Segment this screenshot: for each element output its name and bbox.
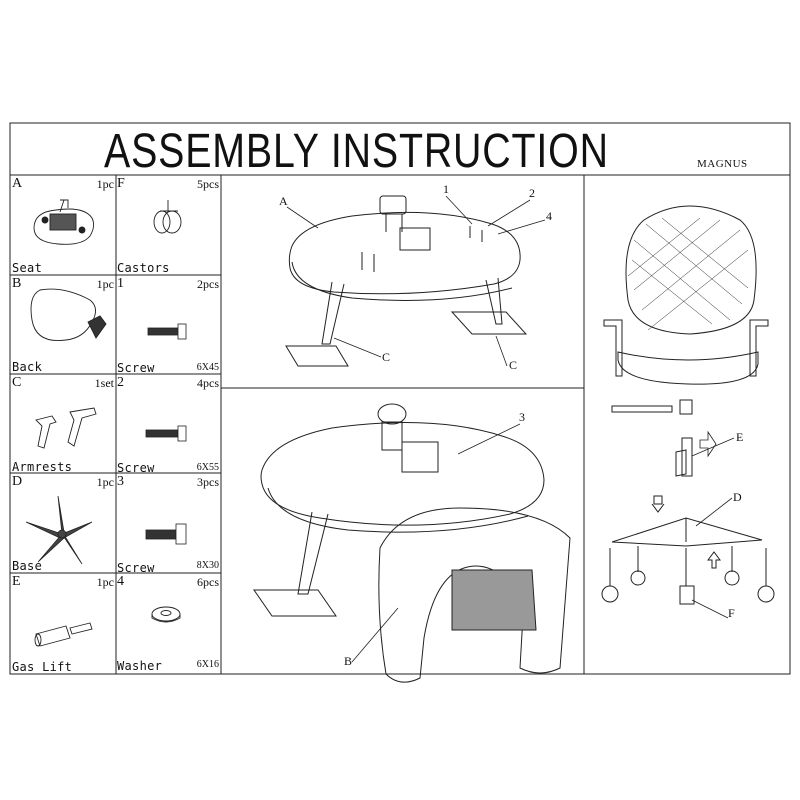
- part-letter: A: [12, 176, 23, 191]
- part-letter: 4: [117, 574, 124, 589]
- part-name: Screw: [117, 461, 155, 475]
- callout-label: F: [728, 606, 735, 620]
- brand-label: MAGNUS: [697, 158, 748, 170]
- gas-lift-thumbnail: [34, 622, 93, 647]
- armrest-thumbnail: [35, 407, 97, 449]
- part-letter: D: [12, 474, 23, 489]
- part-letter: C: [12, 375, 22, 390]
- step2-seat-drawing: [253, 403, 571, 683]
- part-qty: 1pc: [96, 475, 114, 489]
- back-thumbnail: [30, 288, 107, 342]
- part-qty: 1pc: [96, 277, 114, 291]
- part-name: Gas Lift: [12, 660, 73, 674]
- callout-label: 2: [529, 186, 535, 200]
- screw-1-thumbnail: [147, 323, 187, 340]
- part-name: Washer: [117, 659, 163, 673]
- part-letter: B: [12, 276, 22, 291]
- screw-3-thumbnail: [145, 523, 187, 545]
- part-qty: 1set: [94, 376, 114, 390]
- outer-frame: [9, 122, 791, 675]
- part-name: Screw: [117, 561, 155, 575]
- part-name: Base: [12, 559, 43, 573]
- step3-chair-drawing: [601, 205, 775, 605]
- part-name: Seat: [12, 261, 43, 275]
- step1-seat-drawing: [285, 195, 528, 367]
- callout-label: B: [344, 654, 353, 668]
- callout-label: 4: [546, 209, 552, 223]
- callout-label: 3: [519, 410, 525, 424]
- part-name: Castors: [117, 261, 170, 275]
- part-letter: 1: [117, 276, 124, 291]
- part-qty: 5pcs: [197, 177, 219, 191]
- callout-label: C: [382, 350, 391, 364]
- washer-thumbnail: [151, 606, 181, 623]
- callout-label: D: [733, 490, 742, 504]
- screw-2-thumbnail: [145, 425, 187, 442]
- part-size: 8X30: [196, 560, 219, 571]
- castor-thumbnail: [153, 200, 182, 234]
- base-thumbnail: [25, 495, 93, 565]
- part-name: Armrests: [12, 460, 73, 474]
- callout-label: A: [279, 194, 288, 208]
- part-size: 6X45: [196, 362, 219, 373]
- callout-label: C: [509, 358, 518, 372]
- part-name: Screw: [117, 361, 155, 375]
- part-name: Back: [12, 360, 43, 374]
- part-qty: 3pcs: [197, 475, 219, 489]
- page-title: ASSEMBLY INSTRUCTION: [104, 125, 609, 178]
- part-letter: E: [12, 574, 21, 589]
- part-qty: 1pc: [96, 177, 114, 191]
- part-qty: 2pcs: [197, 277, 219, 291]
- callout-label: 1: [443, 182, 449, 196]
- part-qty: 4pcs: [197, 376, 219, 390]
- part-size: 6X16: [196, 659, 219, 670]
- callout-label: E: [736, 430, 744, 444]
- part-letter: 3: [117, 474, 124, 489]
- part-qty: 6pcs: [197, 575, 219, 589]
- seat-thumbnail: [33, 199, 95, 245]
- part-letter: F: [117, 176, 125, 191]
- part-qty: 1pc: [96, 575, 114, 589]
- part-size: 6X55: [196, 462, 219, 473]
- part-letter: 2: [117, 375, 124, 390]
